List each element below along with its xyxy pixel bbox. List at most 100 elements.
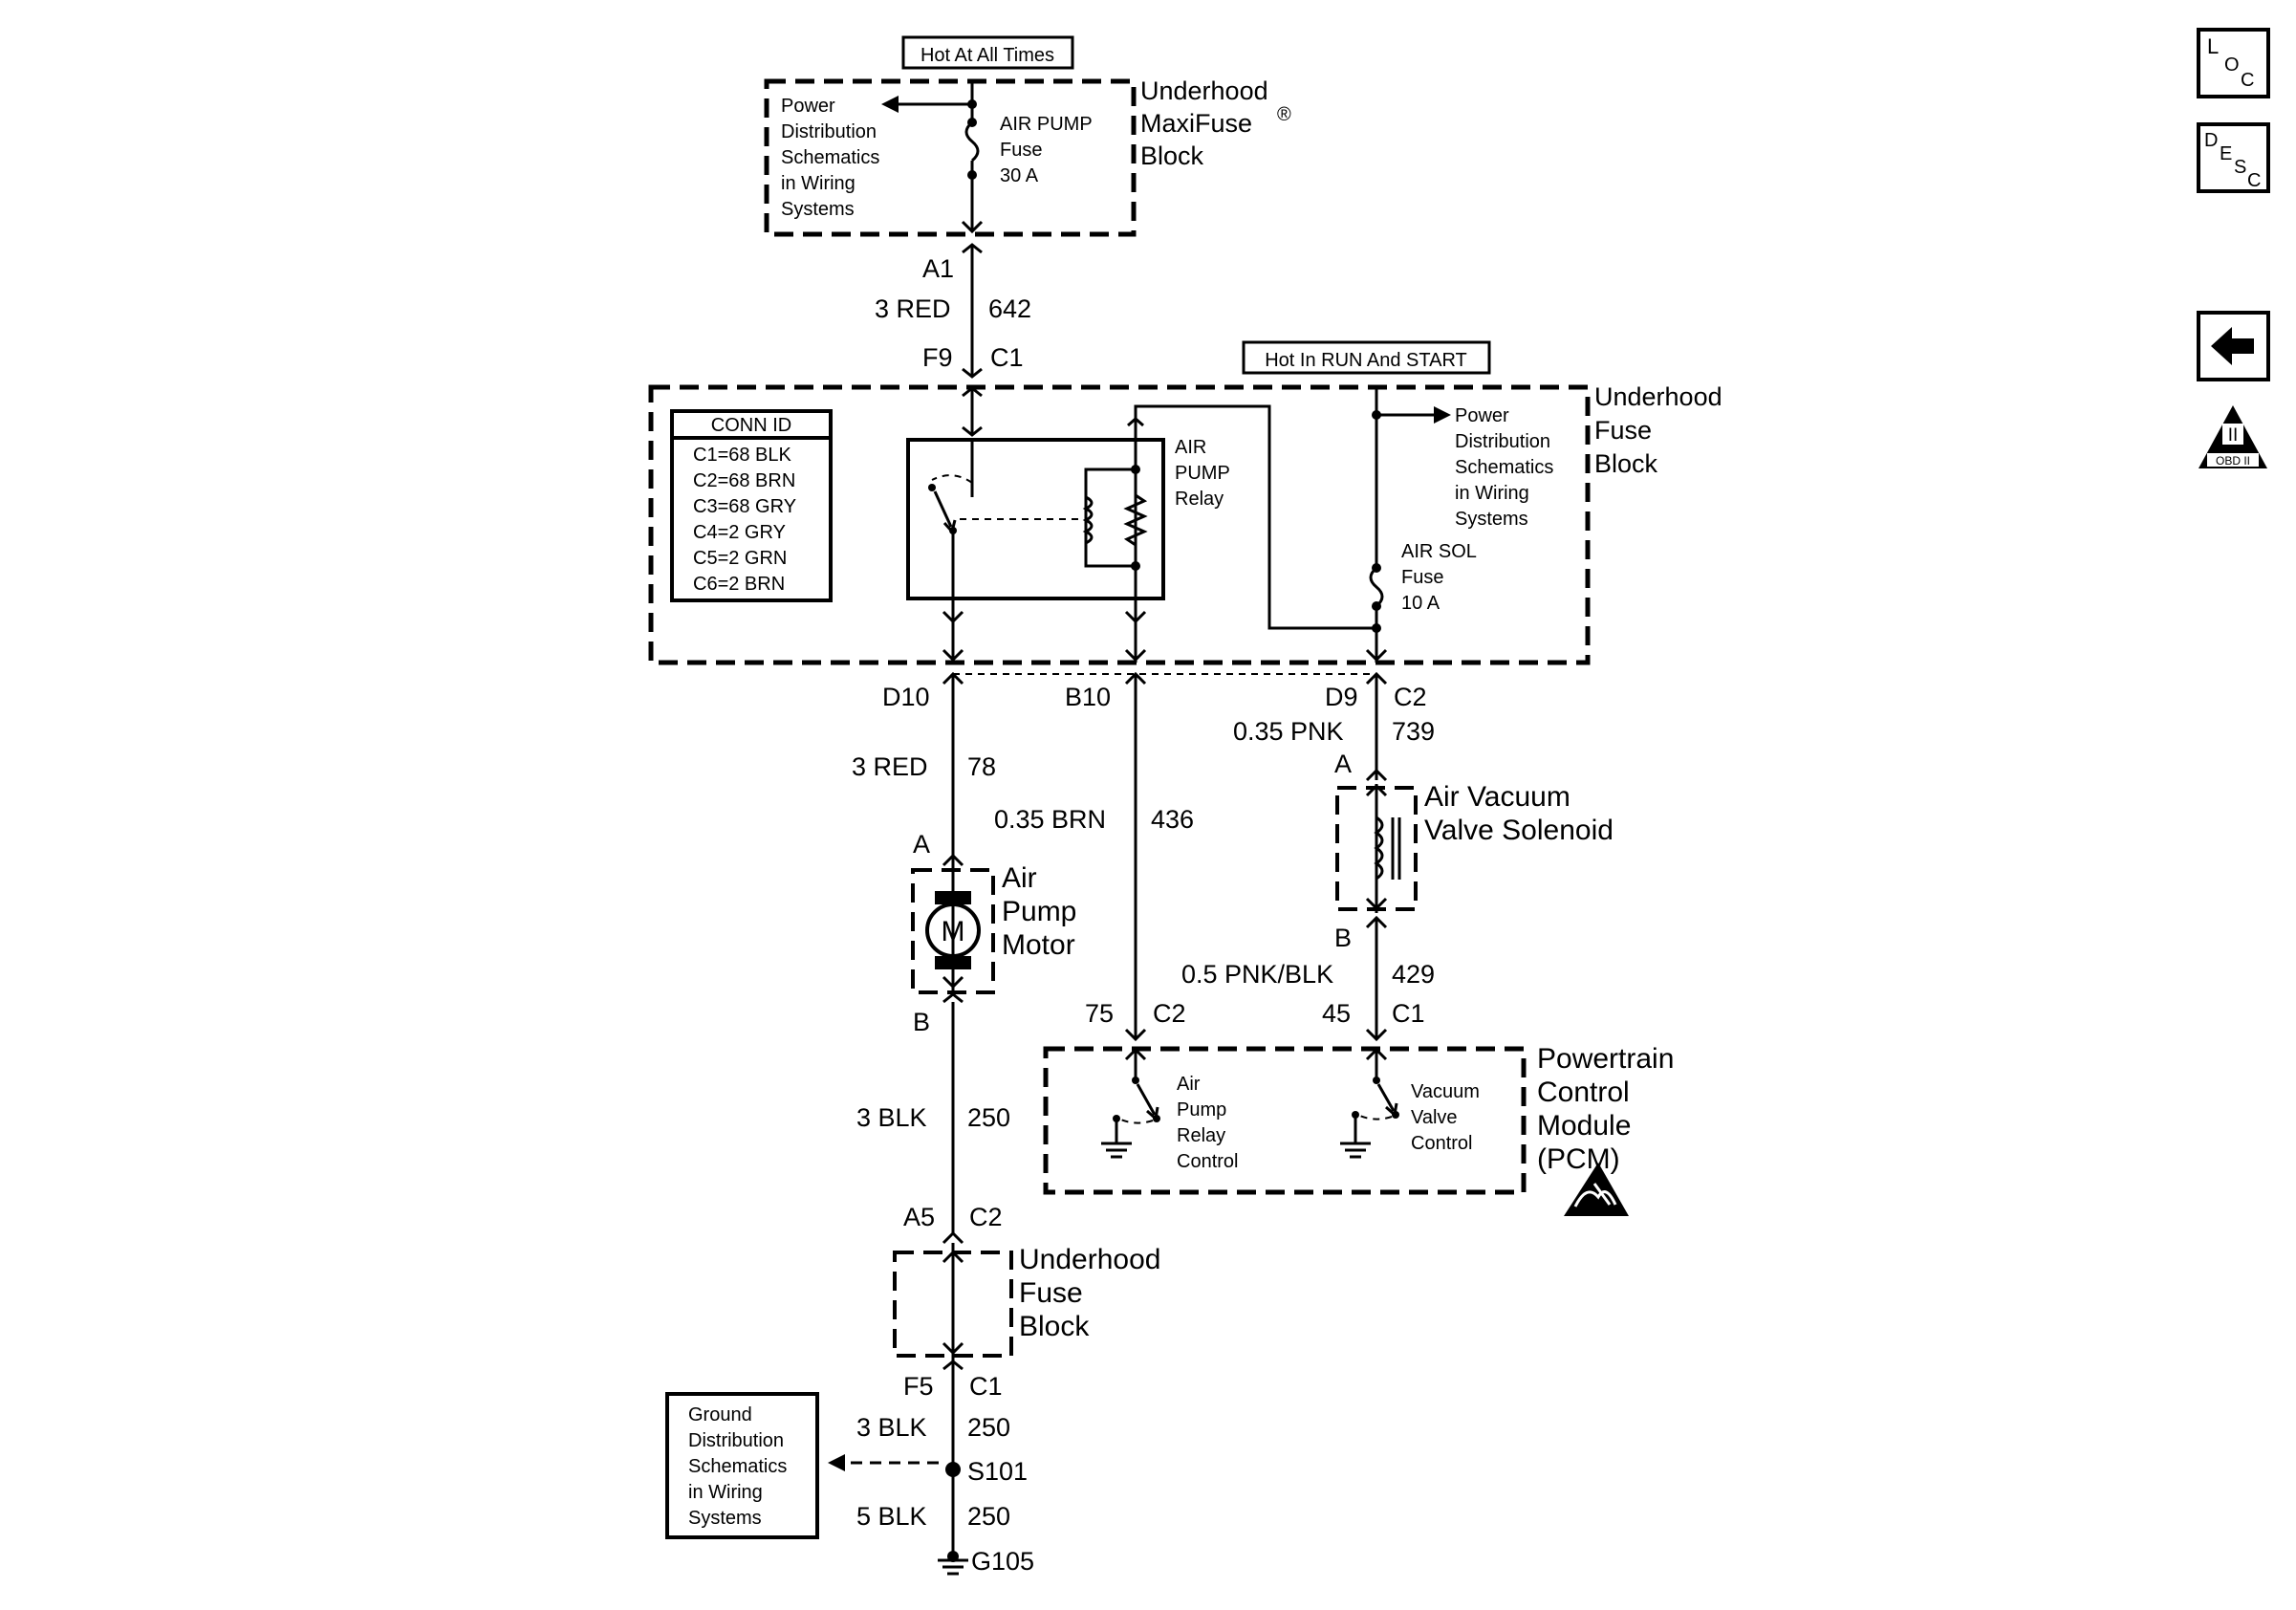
wire-250c-circuit: 250 [967,1502,1010,1531]
conn-id-row: C5=2 GRN [693,548,787,569]
wire-250b-circuit: 250 [967,1413,1010,1442]
relay-control-line: Pump [1177,1099,1226,1120]
hot-at-all-times-tag [901,35,1074,70]
desc-d: D [2204,130,2218,151]
maxifuse-title-1: Underhood [1140,76,1268,105]
fuse-block-title-2: Fuse [1594,416,1652,445]
conn-id-table: CONN ID C1=68 BLK C2=68 BRN C3=68 GRY C4… [670,409,833,602]
lower-block-title-2: Fuse [1019,1277,1083,1309]
note-line: in Wiring [1455,483,1529,504]
air-pump-fuse [881,81,984,234]
note-line: Power [781,96,835,117]
conn-id-row: C3=68 GRY [693,496,796,517]
maxifuse-title-2: MaxiFuse [1140,109,1252,138]
air-pump-fuse-label: AIR PUMP Fuse 30 A [1000,114,1093,186]
relay-label-2: PUMP [1175,463,1230,484]
wire-429-label: 0.5 PNK/BLK [1181,960,1333,989]
esd-warning-icon [1564,1163,1629,1216]
pcm-title-2: Control [1537,1077,1630,1108]
hot-in-run-start-tag [1242,340,1491,375]
fuse-line: 30 A [1000,165,1039,186]
obd-ii-label: OBD II [2216,454,2250,468]
lower-conn-c1: C1 [969,1372,1003,1401]
wire-739-label: 0.35 PNK [1233,717,1344,746]
relay-control-line: Air [1177,1074,1201,1095]
wire-642: A1 3 RED 642 F9 C1 [875,243,1031,379]
solenoid-title-2: Valve Solenoid [1424,815,1614,846]
wire-78: 3 RED 78 [852,674,996,994]
power-distribution-note-top: Power Distribution Schematics in Wiring … [781,96,879,220]
pcm: 75 C2 45 C1 Powertrain Control Module (P… [1043,999,1674,1216]
fuse-block-output-pins: D10 B10 D9 C2 [882,671,1427,711]
note-line: in Wiring [781,173,856,194]
note-line: Schematics [688,1456,787,1477]
back-arrow-button[interactable] [2197,311,2270,381]
note-line: Schematics [781,147,879,168]
desc-button[interactable]: D E S C [2197,122,2270,193]
splice-s101: S101 [967,1457,1028,1486]
relay-control-line: Relay [1177,1125,1225,1146]
conn-id-row: C6=2 BRN [693,574,785,595]
fuse-line: Fuse [1000,140,1042,161]
motor-title-3: Motor [1002,929,1075,961]
air-sol-fuse: AIR SOL Fuse 10 A [1365,388,1477,663]
conn-id-row: C4=2 GRY [693,522,786,543]
back-arrow-icon [2211,327,2254,365]
desc-s: S [2234,157,2246,178]
conn-id-row: C2=68 BRN [693,470,795,491]
sol-fuse-line: Fuse [1401,567,1443,588]
pin-f9: F9 [922,343,953,372]
wire-642-label: 3 RED [875,294,951,323]
solenoid-pin-a: A [1334,750,1352,778]
solenoid-title-1: Air Vacuum [1424,781,1570,813]
wire-250-a: 3 BLK 250 A5 C2 [856,1002,1010,1245]
vacuum-control-line: Control [1411,1133,1472,1154]
air-pump-relay: AIR PUMP Relay [906,417,1230,600]
wire-78-label: 3 RED [852,752,928,781]
lower-block-title-3: Block [1019,1311,1090,1342]
relay-label-1: AIR [1175,437,1206,458]
note-line: Schematics [1455,457,1553,478]
wire-429-circuit: 429 [1392,960,1435,989]
conn-c2-right: C2 [1394,683,1427,711]
note-line: Ground [688,1404,752,1425]
ground-distribution-note: Ground Distribution Schematics in Wiring… [665,1392,819,1539]
pin-d9: D9 [1325,683,1358,711]
pcm-title-3: Module [1537,1110,1631,1142]
relay-label-3: Relay [1175,489,1224,510]
pin-a1: A1 [922,254,954,283]
ground-circuit: 3 BLK 250 S101 5 BLK 250 G105 [828,1362,1034,1576]
sol-fuse-line: AIR SOL [1401,541,1477,562]
obd-ii-mark: II [2228,425,2239,446]
fuse-block-box [648,384,1591,665]
wire-250b-label: 3 BLK [856,1413,927,1442]
ground-symbol [938,1551,968,1576]
pin-d10: D10 [882,683,930,711]
note-line: Systems [781,199,855,220]
wire-739-circuit: 739 [1392,717,1435,746]
desc-e: E [2220,143,2232,164]
wire-642-circuit: 642 [988,294,1031,323]
lower-conn-c2: C2 [969,1203,1003,1231]
relay-box [906,438,1165,600]
wire-250a-circuit: 250 [967,1103,1010,1132]
note-line: Distribution [688,1430,784,1451]
splice-dot [945,1462,961,1477]
wire-436: 0.35 BRN 436 [994,674,1194,1042]
lower-block-title-1: Underhood [1019,1244,1160,1275]
motor-title-2: Pump [1002,896,1076,927]
wire-78-circuit: 78 [967,752,996,781]
conn-id-row: C1=68 BLK [693,445,792,466]
maxifuse-title-3: Block [1140,141,1204,170]
pcm-pin-75: 75 [1085,999,1114,1028]
lower-pin-f5: F5 [903,1372,934,1401]
wire-250a-label: 3 BLK [856,1103,927,1132]
maxifuse-block: Hot At All Times Underhood MaxiFuse ® Bl… [764,35,1291,237]
maxifuse-box [764,78,1137,237]
loc-button[interactable]: L O C [2197,28,2270,98]
loc-l: L [2207,34,2219,58]
lower-pin-a5: A5 [903,1203,935,1231]
motor-pin-b: B [913,1008,930,1036]
underhood-fuse-block: Hot In RUN And START Underhood Fuse Bloc… [648,340,1722,665]
